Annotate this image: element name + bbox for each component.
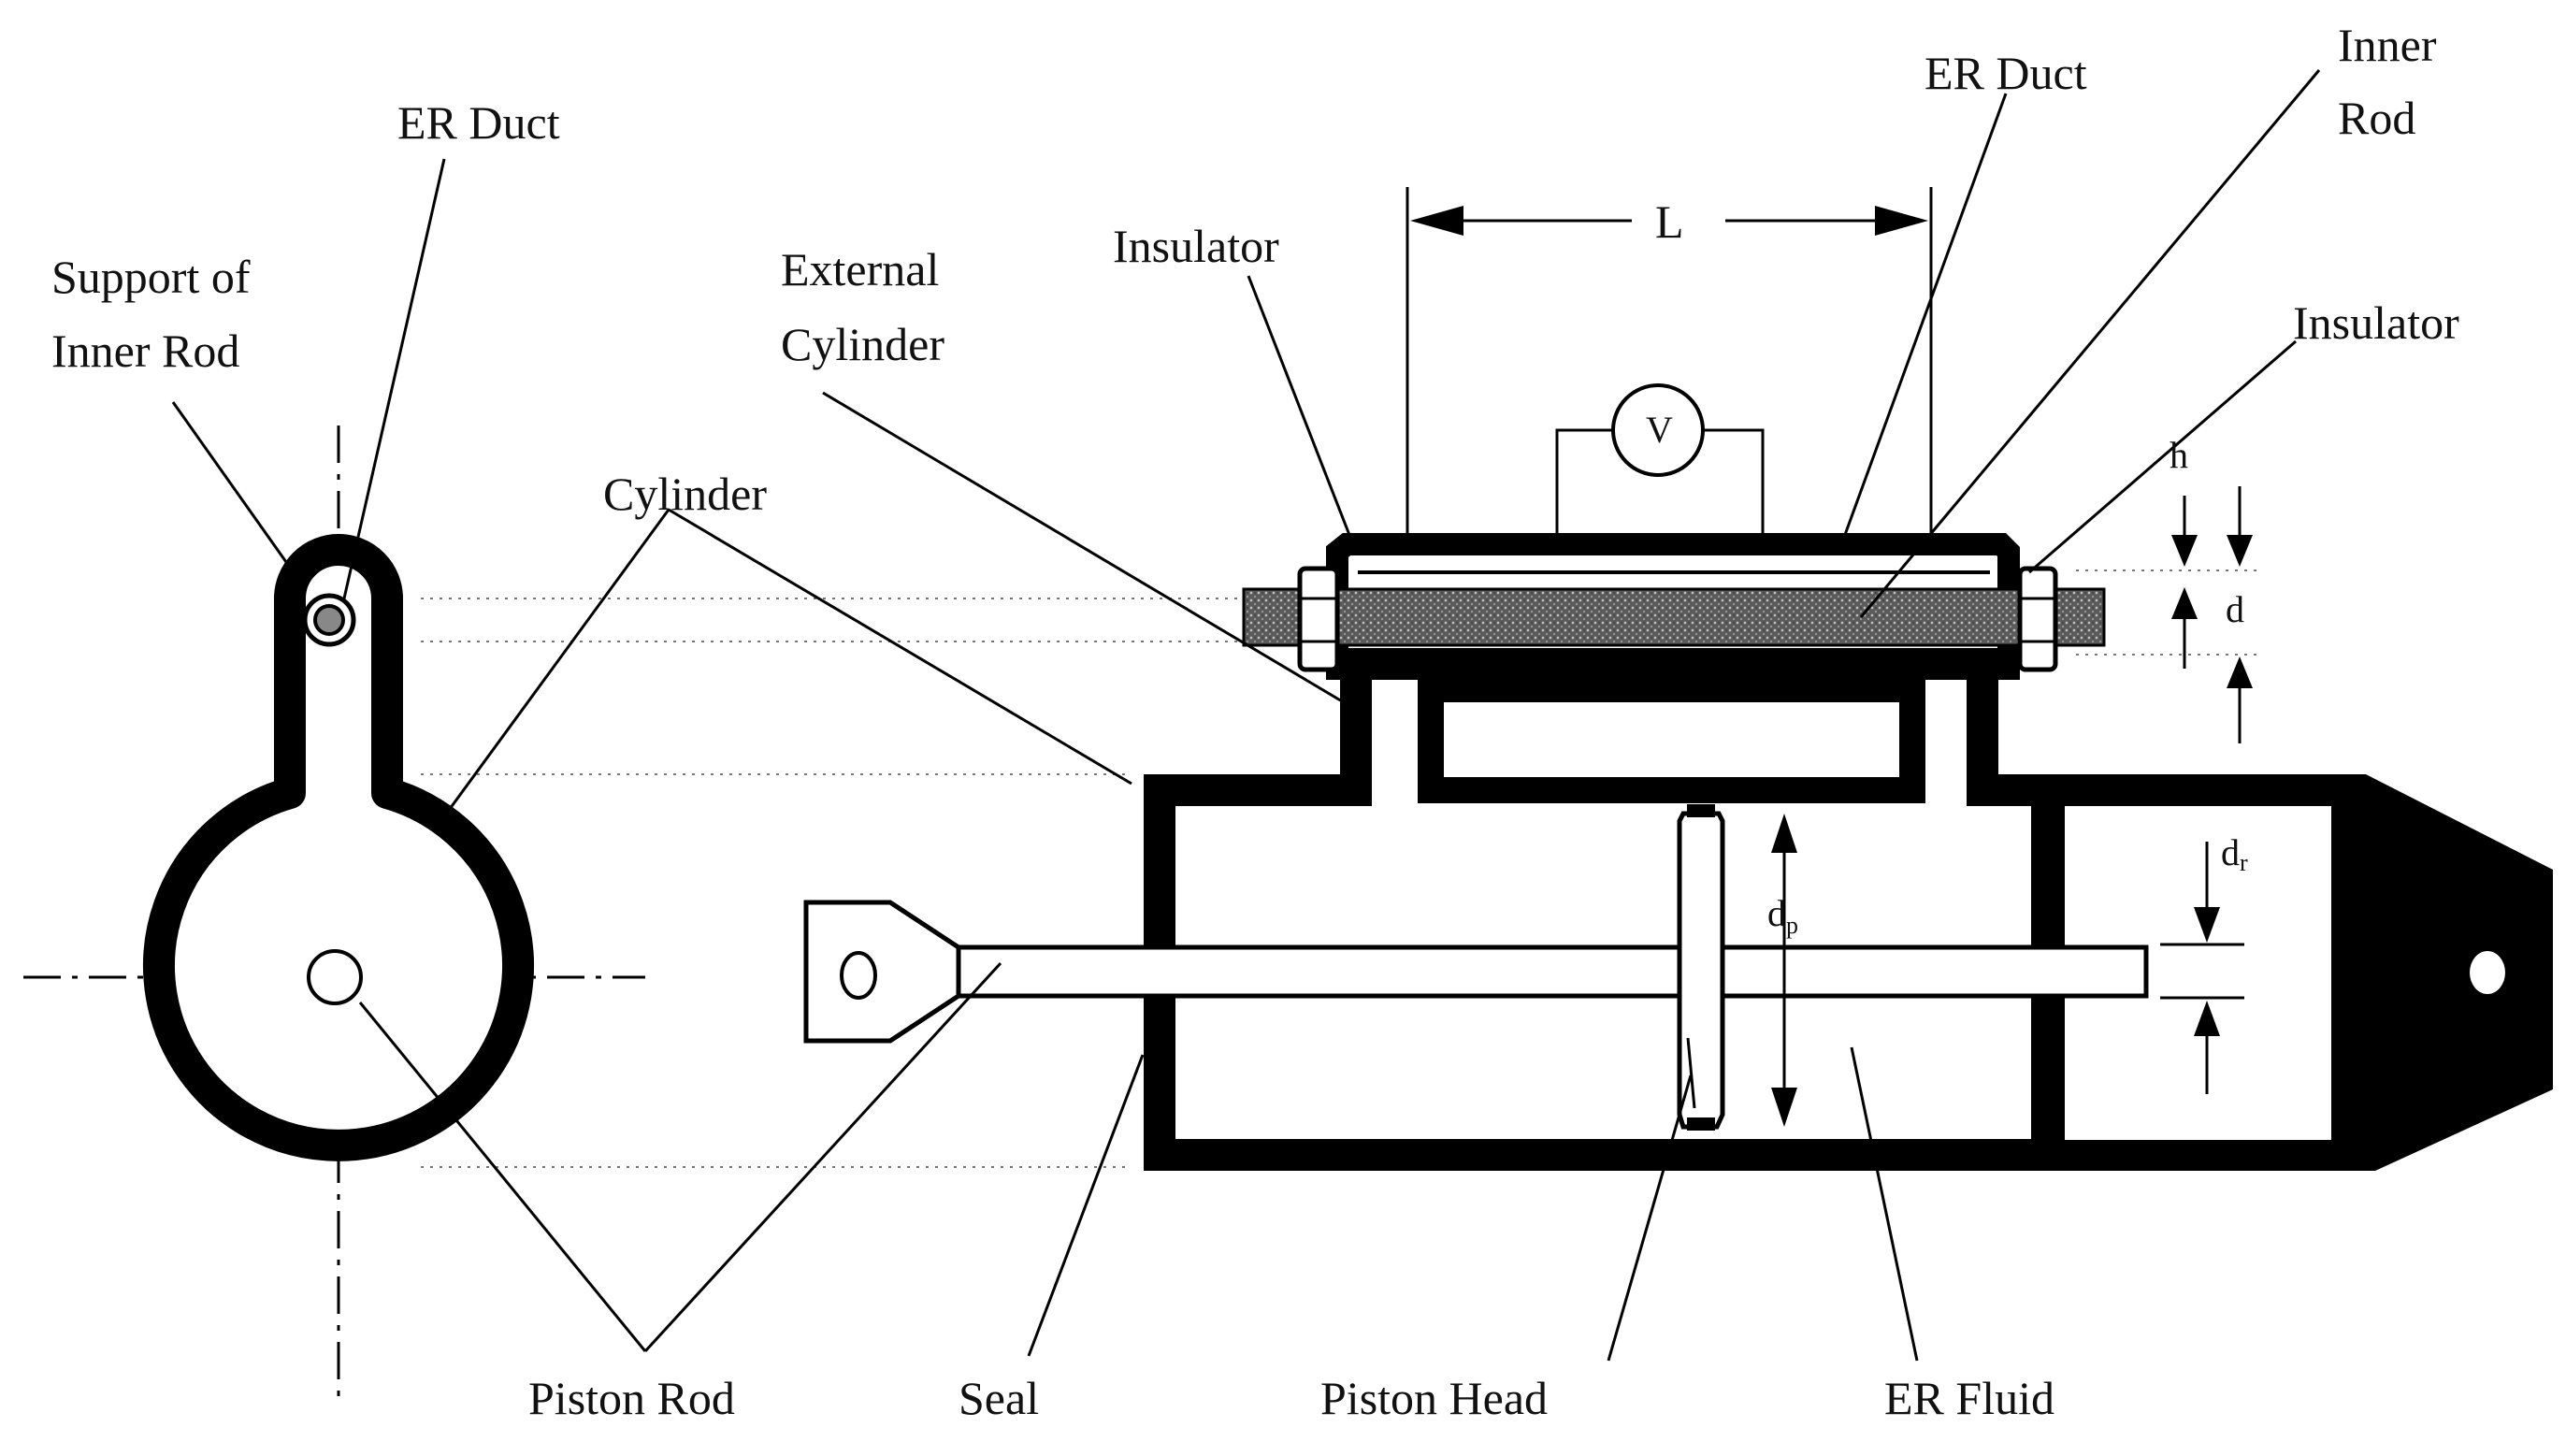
end-view: [23, 425, 645, 1398]
projection-lines: [421, 569, 2263, 1168]
inner-rod: [1242, 587, 2106, 647]
piston-head-bottom: [1687, 1117, 1715, 1131]
symbol-length: L: [1655, 195, 1684, 248]
label-er-duct-top: ER Duct: [1924, 47, 2087, 99]
label-external-cylinder-line1: External: [781, 243, 939, 296]
symbol-duct-diameter: d: [2226, 588, 2244, 630]
inner-rod-support-inner: [313, 604, 345, 636]
label-seal: Seal: [959, 1372, 1039, 1424]
piston-head-top: [1687, 804, 1715, 817]
label-er-duct-left: ER Duct: [397, 96, 560, 149]
insulator-left: [1297, 566, 1340, 672]
bypass-channel: [1418, 676, 1925, 803]
label-inner-rod-line2: Rod: [2338, 92, 2415, 144]
rod-eye-hole: [840, 951, 877, 1000]
symbol-piston-diameter: dp: [1767, 892, 1798, 939]
piston-rod-section: [307, 949, 363, 1005]
label-external-cylinder-line2: Cylinder: [781, 318, 944, 370]
label-piston-head: Piston Head: [1320, 1372, 1548, 1424]
side-view: [803, 383, 2553, 1171]
symbol-gap: h: [2170, 434, 2188, 476]
dimension-length: [1406, 187, 1933, 542]
voltage-source: [1611, 383, 1705, 477]
symbol-voltage: V: [1646, 409, 1673, 451]
insulator-right: [2017, 566, 2058, 672]
dimension-h-d: [2171, 486, 2253, 743]
symbol-rod-diameter: dr: [2221, 831, 2248, 876]
label-insulator-right: Insulator: [2293, 296, 2459, 349]
cylinder-section: [143, 534, 534, 1161]
label-inner-rod-line1: Inner: [2338, 19, 2437, 71]
label-support-line1: Support of: [51, 251, 251, 303]
clevis-hole: [2470, 951, 2505, 994]
cylinder-body: [1144, 648, 2078, 1171]
labels: ER Duct Support of Inner Rod Cylinder Ex…: [51, 19, 2459, 1424]
voltage-wire: [1555, 428, 1613, 544]
leader-lines: [171, 69, 2321, 1362]
label-support-line2: Inner Rod: [51, 324, 239, 377]
label-piston-rod: Piston Rod: [528, 1372, 735, 1424]
label-cylinder: Cylinder: [603, 468, 767, 520]
piston-rod: [956, 944, 2149, 999]
dimension-dr: [2160, 842, 2244, 1094]
rod-eye: [803, 900, 961, 1044]
label-er-fluid: ER Fluid: [1884, 1372, 2054, 1424]
label-insulator-left: Insulator: [1113, 220, 1279, 272]
piston-head: [1677, 811, 1725, 1130]
dimension-dp: [1771, 814, 1797, 1127]
